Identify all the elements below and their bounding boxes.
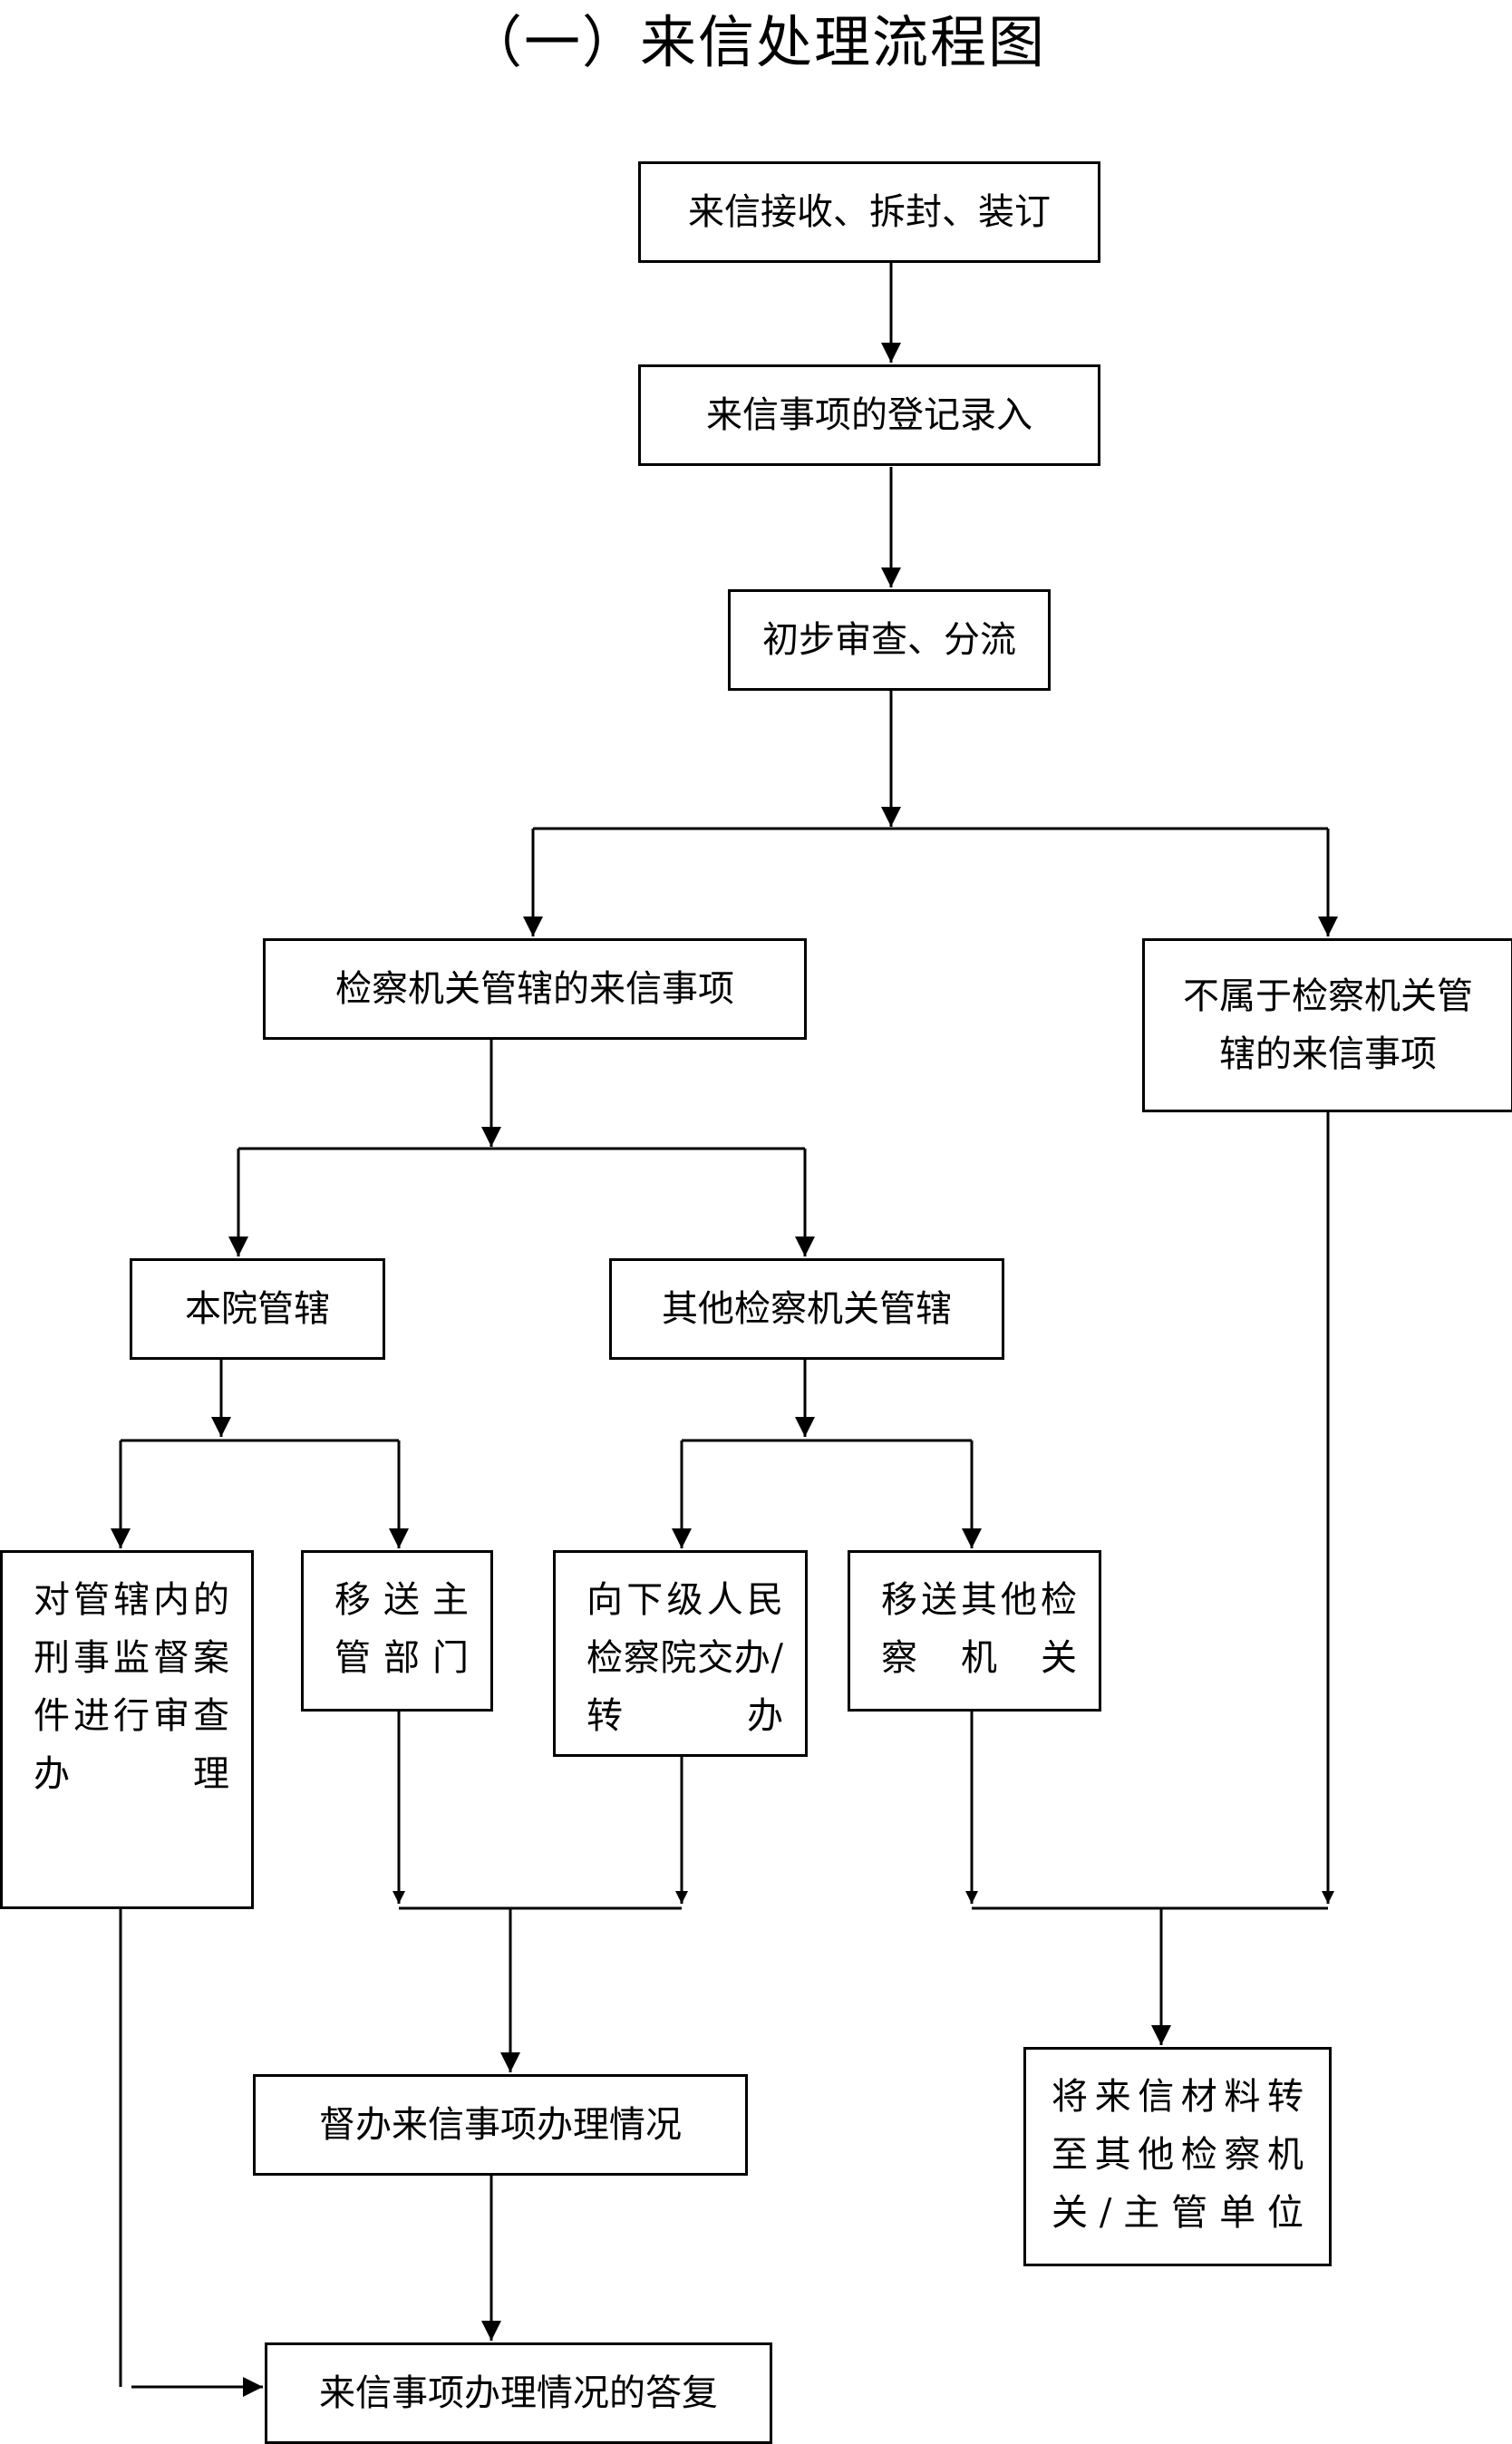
node-transfer-other: 移送其他检察机关 [848, 1550, 1101, 1712]
node-forward: 将来信材料转至其他检察机关/主管单位 [1023, 2047, 1332, 2266]
node-not-jurisdiction: 不属于检察机关管辖的来信事项 [1142, 938, 1512, 1112]
node-register: 来信事项的登记录入 [638, 364, 1100, 466]
node-jurisdiction: 检察机关管辖的来信事项 [263, 938, 807, 1040]
node-receive: 来信接收、拆封、装订 [638, 161, 1100, 263]
node-own-court: 本院管辖 [130, 1258, 385, 1360]
node-supervise: 督办来信事项办理情况 [253, 2074, 748, 2176]
node-review: 初步审查、分流 [728, 589, 1051, 691]
node-reply: 来信事项办理情况的答复 [265, 2342, 772, 2444]
node-criminal-review: 对管辖内的刑事监督案件进行审查办理 [0, 1550, 254, 1909]
node-transfer-dept: 移送主管部门 [301, 1550, 493, 1712]
node-assign-lower: 向下级人民检察院交办/转办 [553, 1550, 808, 1757]
page-title: （一）来信处理流程图 [465, 9, 1046, 75]
node-other-organs: 其他检察机关管辖 [609, 1258, 1004, 1360]
